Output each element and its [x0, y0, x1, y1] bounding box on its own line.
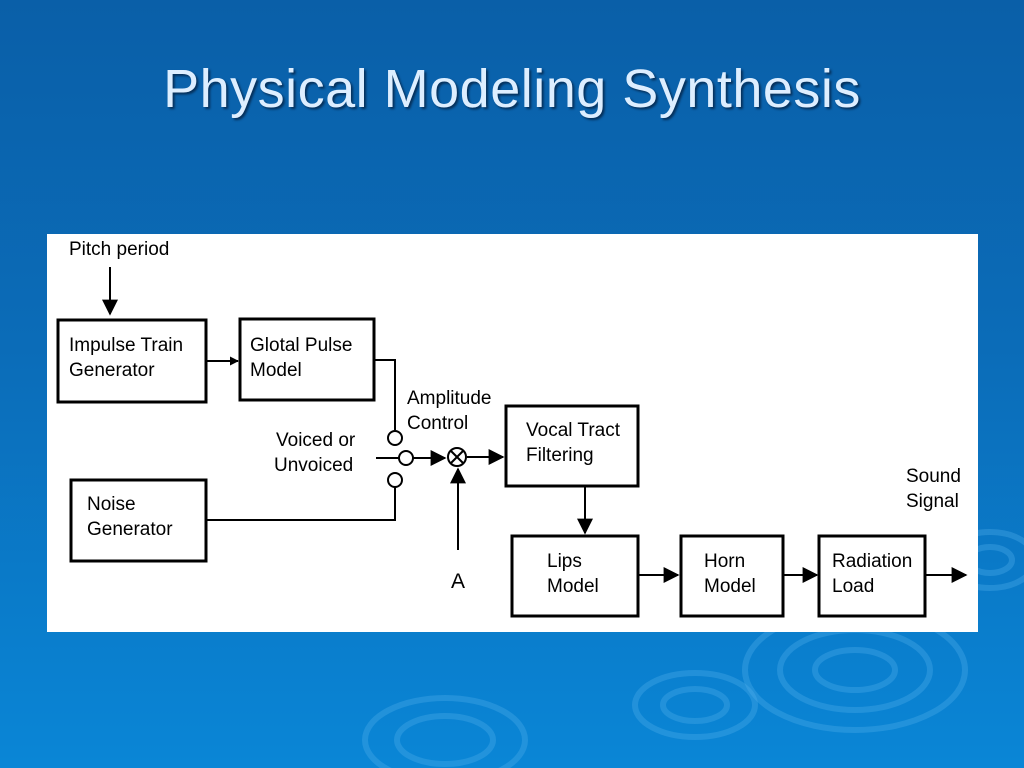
voiced-unvoiced-label-2: Unvoiced — [274, 455, 353, 476]
vocal-tract-filtering-block — [504, 404, 640, 488]
radiation-load-label-1: Radiation — [832, 551, 912, 572]
glottal-pulse-label-2: Model — [250, 360, 302, 381]
vocal-tract-label-1: Vocal Tract — [526, 420, 621, 441]
noise-generator-block — [69, 478, 208, 563]
horn-model-label-2: Model — [704, 576, 756, 597]
impulse-train-label-1: Impulse Train — [69, 335, 183, 356]
amplitude-control-label-2: Control — [407, 413, 468, 434]
unvoiced-contact-node — [387, 472, 403, 488]
lips-model-label-2: Model — [547, 576, 599, 597]
glottal-pulse-model-block — [238, 317, 376, 402]
sound-signal-label-2: Signal — [906, 491, 959, 512]
voiced-contact-node — [387, 430, 403, 446]
switch-pole-node — [398, 450, 414, 466]
noise-to-switch-wire — [206, 487, 396, 521]
amplitude-control-label-1: Amplitude — [407, 388, 492, 409]
block-diagram-panel: Pitch period Impulse Train Generator Glo… — [47, 234, 978, 632]
amplitude-symbol-label: A — [451, 570, 465, 593]
lips-model-block — [510, 534, 640, 618]
horn-model-label-1: Horn — [704, 551, 745, 572]
noise-generator-label-2: Generator — [87, 519, 173, 540]
glottal-pulse-label-1: Glotal Pulse — [250, 335, 352, 356]
multiplier-cross-b — [450, 450, 464, 464]
impulse-train-generator-block — [56, 318, 208, 404]
lips-model-label-1: Lips — [547, 551, 582, 572]
noise-generator-label-1: Noise — [87, 494, 136, 515]
glottal-to-switch-wire — [374, 359, 396, 430]
radiation-load-label-2: Load — [832, 576, 874, 597]
speech-synthesis-block-diagram: Pitch period Impulse Train Generator Glo… — [56, 239, 968, 618]
radiation-load-block — [817, 534, 927, 618]
impulse-train-label-2: Generator — [69, 360, 155, 381]
slide-title: Physical Modeling Synthesis — [163, 59, 861, 119]
voiced-unvoiced-label-1: Voiced or — [276, 430, 356, 451]
vocal-tract-label-2: Filtering — [526, 445, 594, 466]
sound-signal-label-1: Sound — [906, 466, 961, 487]
pitch-period-label: Pitch period — [69, 239, 169, 260]
